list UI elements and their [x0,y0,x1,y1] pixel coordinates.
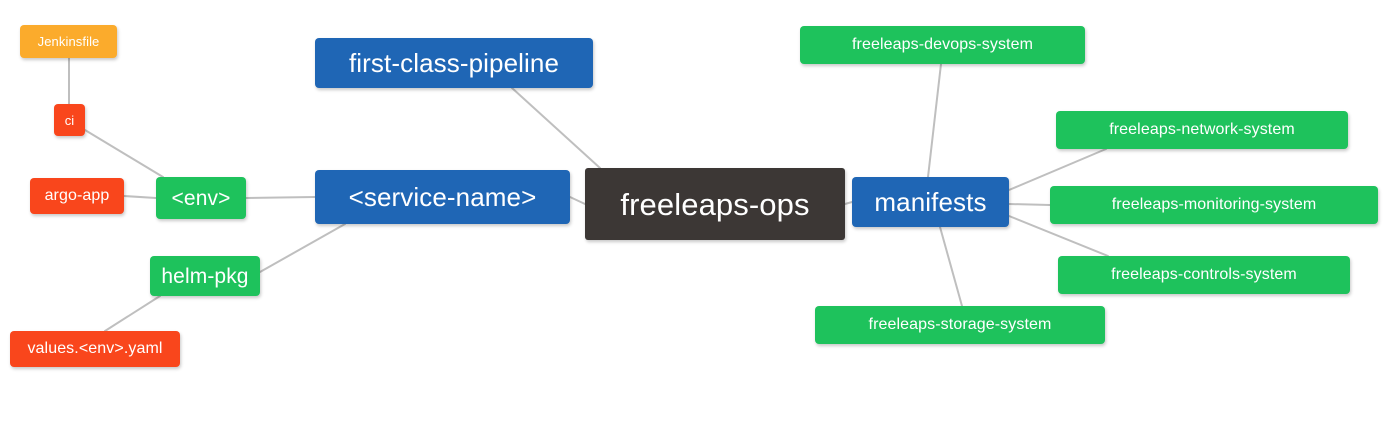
node-manifests[interactable]: manifests [852,177,1009,227]
edge-root-to-service-name [569,196,586,205]
edge-env-to-argo-app [123,195,157,199]
node-argo-app[interactable]: argo-app [30,178,124,214]
edge-manifests-to-monitoring-system [1008,203,1051,206]
node-devops-system[interactable]: freeleaps-devops-system [800,26,1085,64]
node-helm-pkg[interactable]: helm-pkg [150,256,260,296]
edge-service-name-to-helm-pkg [259,223,346,273]
edge-env-to-ci [84,129,164,178]
edge-root-to-manifests [844,201,853,205]
node-service-name[interactable]: <service-name> [315,170,570,224]
node-env[interactable]: <env> [156,177,246,219]
node-jenkinsfile[interactable]: Jenkinsfile [20,25,117,58]
edge-service-name-to-env [245,196,316,199]
node-ci[interactable]: ci [54,104,85,136]
edge-root-to-first-class [511,87,601,169]
node-controls-system[interactable]: freeleaps-controls-system [1058,256,1350,294]
edge-manifests-to-network-system [1008,148,1107,191]
node-monitoring-system[interactable]: freeleaps-monitoring-system [1050,186,1378,224]
node-first-class[interactable]: first-class-pipeline [315,38,593,88]
edge-helm-pkg-to-values-yaml [104,295,161,332]
edge-manifests-to-storage-system [939,226,963,307]
node-network-system[interactable]: freeleaps-network-system [1056,111,1348,149]
edge-manifests-to-devops-system [927,63,942,178]
node-storage-system[interactable]: freeleaps-storage-system [815,306,1105,344]
node-root[interactable]: freeleaps-ops [585,168,845,240]
node-values-yaml[interactable]: values.<env>.yaml [10,331,180,367]
